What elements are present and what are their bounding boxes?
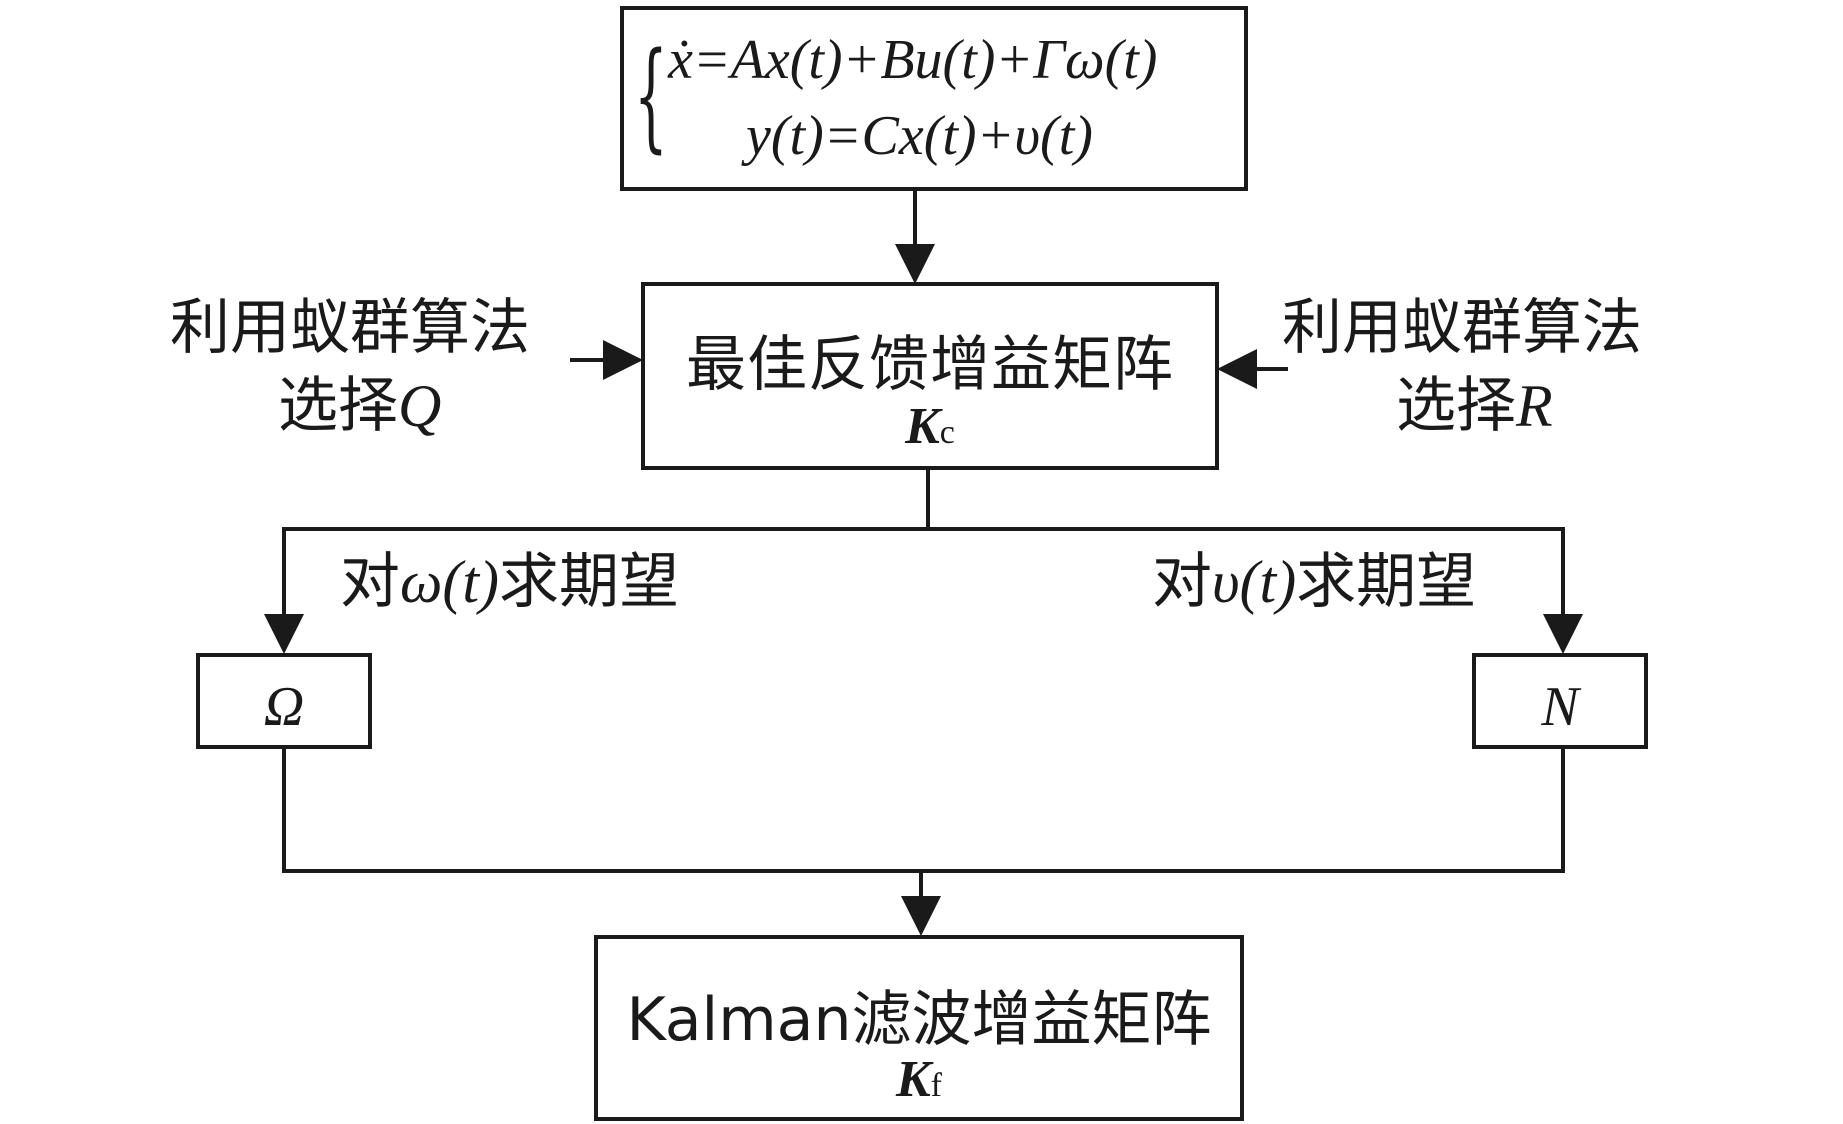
expectation-upsilon-label: 对υ(t)求期望	[1152, 552, 1476, 612]
feedback-gain-title: 最佳反馈增益矩阵	[686, 330, 1174, 400]
upsilon-t-symbol: υ(t)	[1212, 549, 1297, 615]
feedback-gain-box: 最佳反馈增益矩阵 Kc	[641, 282, 1219, 470]
right-input-label-line2: 选择R	[1396, 376, 1553, 436]
right-input-label-line1: 利用蚁群算法	[1282, 293, 1642, 363]
expectation-upsilon-prefix: 对	[1152, 547, 1212, 617]
left-input-label-line2: 选择Q	[278, 376, 441, 436]
kf-symbol: Kf	[598, 1049, 1240, 1109]
state-space-model-box: { ẋ=Ax(t)+Bu(t)+Γω(t) y(t)=Cx(t)+υ(t)	[620, 6, 1248, 191]
omega-box: Ω	[196, 653, 372, 749]
kf-symbol-subscript: f	[930, 1067, 942, 1104]
state-equation: ẋ=Ax(t)+Bu(t)+Γω(t)	[668, 29, 1158, 91]
expectation-upsilon-suffix: 求期望	[1296, 547, 1477, 617]
left-brace: {	[634, 26, 668, 164]
kc-symbol: Kc	[645, 396, 1215, 456]
kc-symbol-main: K	[905, 398, 940, 455]
left-input-label-line1: 利用蚁群算法	[170, 293, 530, 363]
output-equation: y(t)=Cx(t)+υ(t)	[746, 105, 1093, 167]
right-input-prefix: 选择	[1396, 371, 1516, 441]
n-box: N	[1472, 653, 1648, 749]
expectation-omega-prefix: 对	[340, 547, 400, 617]
kf-symbol-main: K	[895, 1051, 931, 1108]
n-symbol: N	[1541, 676, 1579, 738]
r-symbol: R	[1516, 373, 1553, 439]
expectation-omega-label: 对ω(t)求期望	[340, 552, 679, 612]
omega-t-symbol: ω(t)	[400, 549, 499, 615]
left-input-prefix: 选择	[278, 371, 398, 441]
q-symbol: Q	[398, 373, 442, 439]
kalman-gain-box: Kalman滤波增益矩阵 Kf	[594, 935, 1244, 1121]
kc-symbol-subscript: c	[939, 414, 955, 451]
kalman-gain-title: Kalman滤波增益矩阵	[626, 985, 1212, 1055]
omega-symbol: Ω	[263, 676, 305, 738]
expectation-omega-suffix: 求期望	[499, 547, 679, 617]
